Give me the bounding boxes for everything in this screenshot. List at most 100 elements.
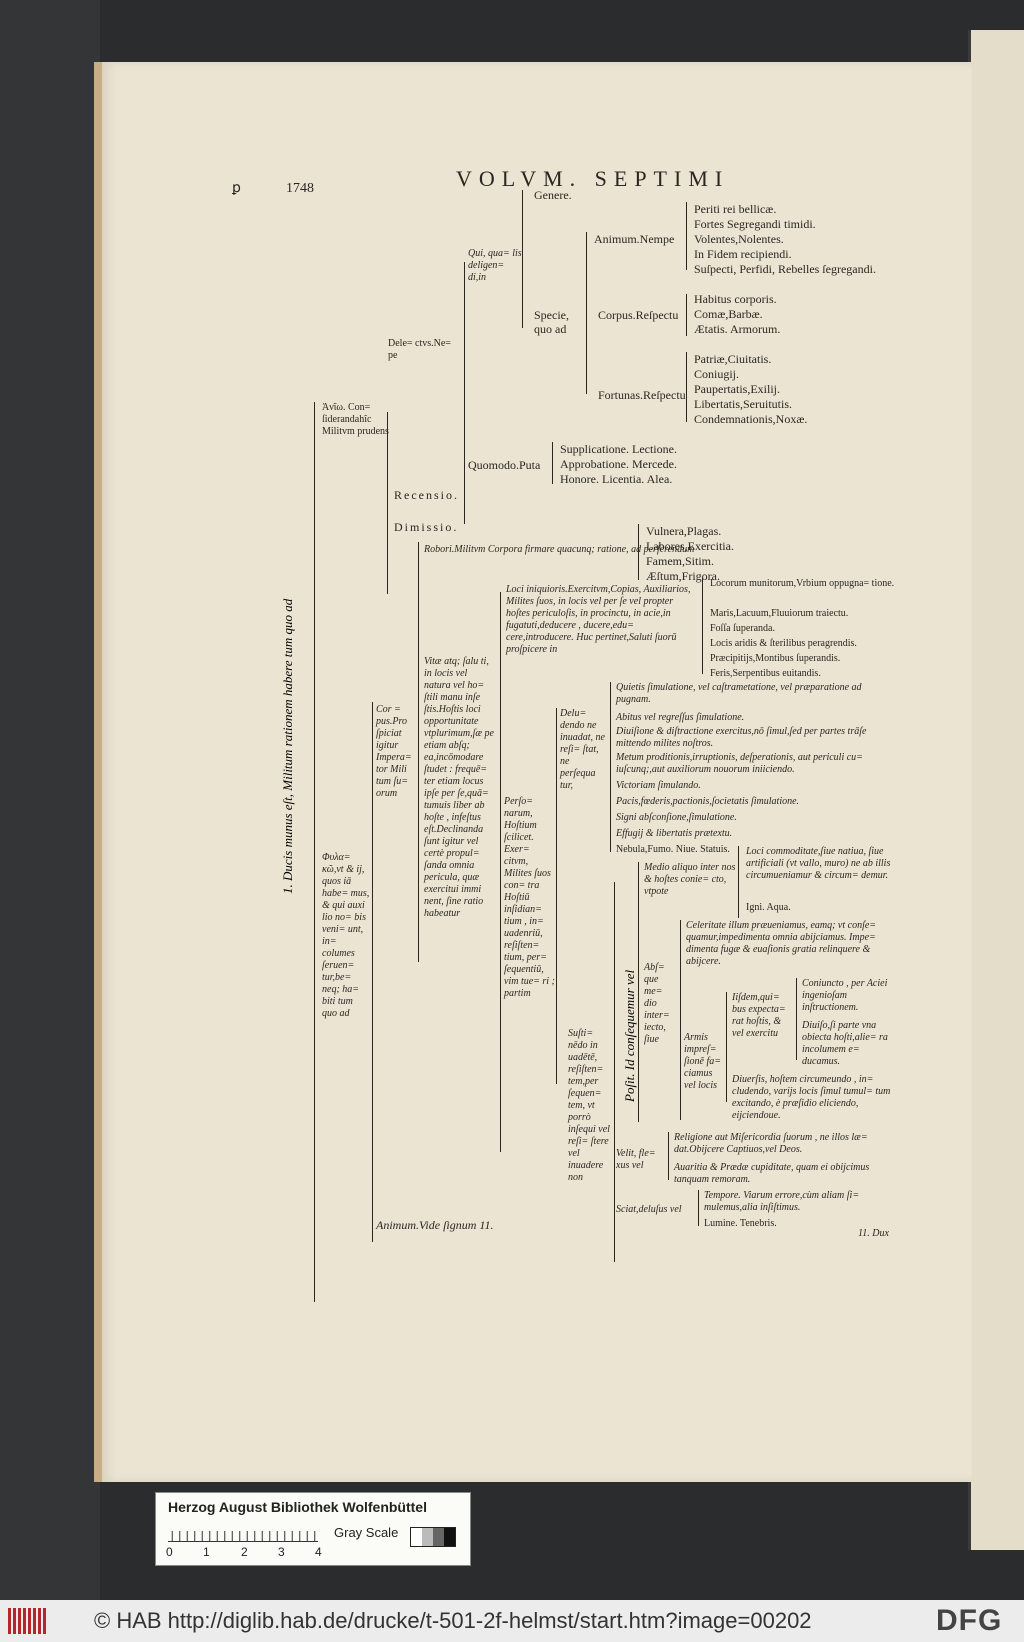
bracket-sciat [698,1190,699,1226]
node-armis: Armis impreſ= ſionē fa= ciamus vel locis [684,1032,722,1091]
leaf-labores: Labores,Exercitia. [646,539,734,553]
leaf-coniuncto: Coniuncto , per Aciei ingenioſam inſtruc… [802,978,888,1013]
node-corpus-respectu: Corpus.Reſpectu [598,308,679,322]
node-fortunas: Fortunas.Reſpectu [598,388,686,402]
leaf-fossa: Foſſa ſuperanda. [710,623,775,634]
bracket-main [314,402,315,1302]
leaf-habitus: Habitus corporis. [694,292,777,306]
footer-copyright-link[interactable]: © HAB http://diglib.hab.de/drucke/t-501-… [94,1608,812,1633]
node-delectus: Dele= ctvs.Ne= pe [388,338,451,361]
ruler-number: 3 [278,1545,285,1559]
leaf-diuersis: Diuerſis, hoſtem circumeundo , in= clude… [732,1074,891,1121]
dfg-logo: DFG [936,1604,1003,1637]
leaf-victoriam: Victoriam ſimulando. [616,780,701,791]
ruler-number: 4 [315,1545,322,1559]
bracket-ijsdem [796,978,797,1060]
ruler-number: 1 [203,1545,210,1559]
catchword: 11. Dux [858,1228,889,1239]
bracket-velit [668,1132,669,1180]
ruler-number: 2 [241,1545,248,1559]
leaf-maris: Maris,Lacuum,Fluuiorum traiectu. [710,608,849,619]
leaf-auaritia: Auaritia & Prædæ cupiditate, quam ei obi… [674,1162,870,1185]
leaf-aestum: Æſtum,Frigora. [646,569,720,583]
bracket-locorum [702,578,703,674]
leaf-fortes: Fortes Segregandi timidi. [694,217,816,231]
bracket-vitae [500,592,501,1152]
leaf-pacis: Pacis,fœderis,pactionis,ſocietatis ſimul… [616,796,800,807]
leaf-celeritate: Celeritate illum præueniamus, eamq; vt c… [686,920,877,967]
node-recensio: Recensio. [394,488,459,502]
node-qui-qualis: Qui, qua= lis deligen= di,in [468,248,522,283]
book-page: ꝑ 1748 VOLVM. SEPTIMI Genere. Qui, qua= … [94,62,972,1482]
hab-barcode-logo-icon [8,1608,46,1634]
leaf-volentes: Volentes,Nolentes. [694,232,784,246]
bracket-armis [726,992,727,1102]
node-genere: Genere. [534,188,572,202]
grayscale-label: Gray Scale [334,1525,399,1540]
node-absque: Abſ= que me= dio inter= iecto, ſiue [644,962,670,1045]
leaf-abitus: Abitus vel regreſſus ſimulatione. [616,712,745,723]
bracket-robori [638,524,639,580]
leaf-comae: Comæ,Barbæ. [694,307,763,321]
bracket-qui [522,190,523,328]
leaf-feris: Feris,Serpentibus euitandis. [710,668,821,679]
grayscale-swatch [410,1527,456,1547]
leaf-coniugij: Coniugij. [694,367,740,381]
leaf-libertatis: Libertatis,Seruitutis. [694,397,792,411]
leaf-in-fidem: In Fidem recipiendi. [694,247,792,261]
leaf-honore: Honore. Licentia. Alea. [560,472,673,486]
node-quomodo: Quomodo.Puta [468,458,541,472]
scanner-background [0,0,100,1600]
bracket-corpus [686,294,687,336]
leaf-praecipitijs: Præcipitijs,Montibus ſuperandis. [710,653,841,664]
node-ijsdem: Iiſdem,qui= bus expecta= rat hoſtis, & v… [732,992,786,1039]
bracket-animum [686,202,687,270]
leaf-religione: Religione aut Miſericordia ſuorum , ne i… [674,1132,868,1155]
leaf-effugij: Effugij & libertatis prætextu. [616,828,733,839]
leaf-tempore: Tempore. Viarum errore,cùm aliam ſi= mul… [704,1190,860,1213]
library-name: Herzog August Bibliothek Wolfenbüttel [168,1499,427,1515]
leaf-periti: Periti rei bellicæ. [694,202,777,216]
leaf-supplicatione: Supplicatione. Lectione. [560,442,677,456]
leaf-igni: Igni. Aqua. [746,902,791,913]
bracket-sustinendo [614,882,615,1262]
node-posit: Poſit. Id conſequemur vel [622,969,637,1102]
bracket-deludendo [610,682,611,852]
leaf-diuiso: Diuiſo,ſi parte vna obiecta hoſti,alie= … [802,1020,888,1067]
leaf-vulnera: Vulnera,Plagas. [646,524,722,538]
facing-page-edge [968,30,1024,1550]
node-robori: Robori.Militvm Corpora firmare quacunq; … [424,544,695,555]
leaf-signi: Signi abſconſione,ſimulatione. [616,812,737,823]
node-phylake: Φυλα= κῶ,vt & ij, quos iā habe= mus, & q… [322,852,370,1019]
bracket-fortunas [686,352,687,422]
node-sciat: Sciat,deluſus vel [616,1204,682,1215]
leaf-suspecti: Suſpecti, Perfidi, Rebelles ſegregandi. [694,262,876,276]
node-sustinendo: Suſti= nēdo in uadētē, reſiſten= tem,per… [568,1028,610,1183]
node-anoikon: Ἀνῖω. Con= ſiderandahîc Militvm prudens [322,402,389,437]
page-number: 1748 [286,181,314,196]
leaf-nebula: Nebula,Fumo. Niue. Statuis. [616,844,730,855]
node-loci-iniquioris: Loci iniquioris.Exercitvm,Copias, Auxili… [506,584,691,655]
bracket-personarum [556,708,557,1084]
leaf-patriae: Patriæ,Ciuitatis. [694,352,772,366]
leaf-aetatis: Ætatis. Armorum. [694,322,781,336]
footer-bar: © HAB http://diglib.hab.de/drucke/t-501-… [0,1600,1024,1642]
node-animum-nempe: Animum.Nempe [594,232,675,246]
node-velit: Velit, fle= xus vel [616,1148,656,1171]
scale-ruler [168,1523,318,1542]
node-animum-vide: Animum.Vide ſignum 11. [376,1218,494,1232]
bracket-corpus-pro [418,542,419,962]
node-deludendo: Delu= dendo ne inuadat, ne reſi= ſtat, n… [560,708,605,791]
leaf-condemnationis: Condemnationis,Noxæ. [694,412,808,426]
node-dimissio: Dimissio. [394,520,459,534]
ruler-number: 0 [166,1545,173,1559]
node-corpus-pro: Cor = pus.Pro ſpiciat igitur Impera= tor… [376,704,412,799]
leaf-lumine: Lumine. Tenebris. [704,1218,777,1229]
leaf-diuisione: Diuiſione & diſtractione exercitus,nō ſi… [616,726,867,749]
bracket-specie [586,232,587,394]
bracket-delectus [464,262,465,524]
leaf-paupertatis: Paupertatis,Exilij. [694,382,780,396]
side-title: 1. Ducis munus eſt, Militum rationem hab… [280,598,295,894]
leaf-quietis: Quietis ſimulatione, vel caſtrametatione… [616,682,862,705]
leaf-famem: Famem,Sitim. [646,554,715,568]
